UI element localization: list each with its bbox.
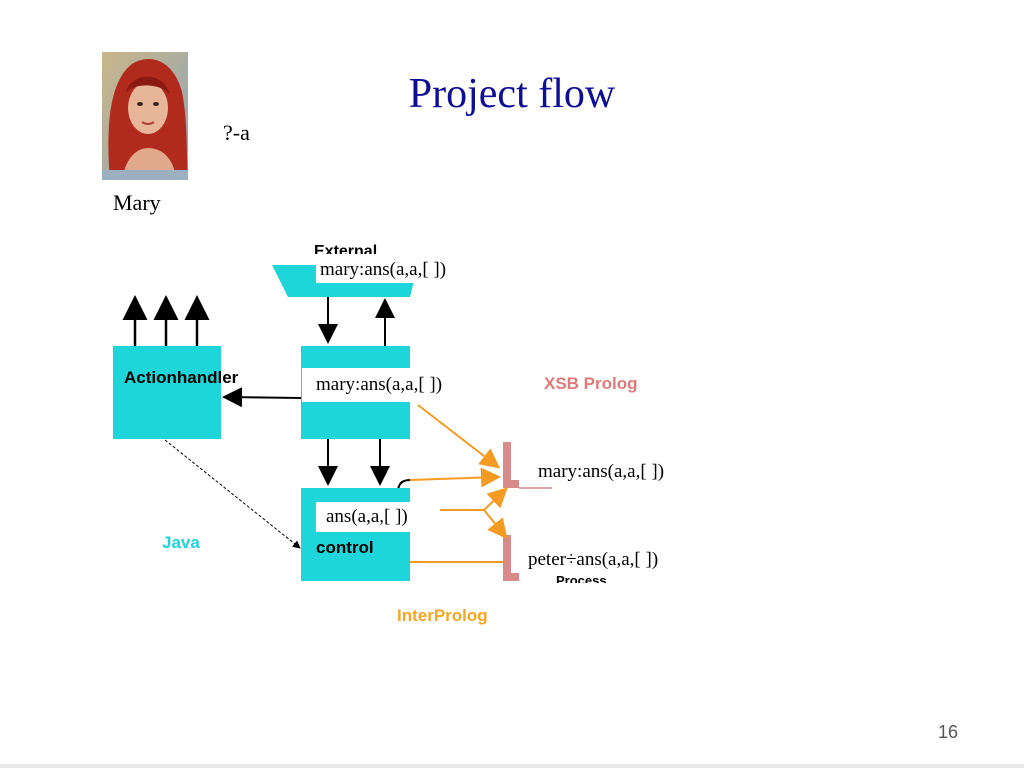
term-top: mary:ans(a,a,[ ]) [316,257,451,283]
interprolog-label: InterProlog [397,606,488,625]
orange-arrow [409,467,501,488]
orange-arrow [417,404,501,469]
page-number: 16 [937,722,958,742]
actionhandler-box [113,346,221,439]
term-xsb-mary: mary:ans(a,a,[ ]) [534,459,669,485]
actionhandler-label: Actionhandler [124,368,239,387]
bottom-bar [0,764,1024,768]
left-arrow [222,387,302,408]
process-label: Process [556,576,632,583]
orange-arrow [483,509,508,540]
control-label: control [316,538,374,557]
external-label: External [314,243,378,254]
java-label: Java [162,533,200,552]
process-box-bottom [503,535,511,581]
slide-title: Project flow [408,71,616,117]
term-middle: mary:ans(a,a,[ ]) [302,368,449,402]
xsb-prolog-label: XSB Prolog [544,374,638,393]
person-photo [102,52,188,181]
dashed-arrow [164,439,301,549]
process-box-top [503,442,511,488]
term-control: ans(a,a,[ ]) [316,502,420,532]
orange-arrow [440,487,508,511]
query-prompt: ?-a [223,120,250,145]
person-name: Mary [113,190,161,215]
term-xsb-peter: peter÷ans(a,a,[ ]) [528,549,659,570]
